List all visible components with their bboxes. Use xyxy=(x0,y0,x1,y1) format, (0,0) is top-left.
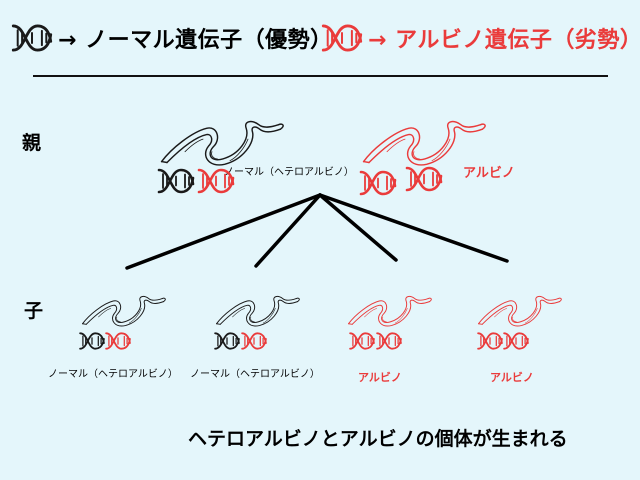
dna-icon xyxy=(78,330,106,352)
child-generation-label: 子 xyxy=(24,300,44,322)
dna-icon xyxy=(213,330,241,352)
legend-albino-text: → アルビノ遺伝子（劣勢） xyxy=(368,28,640,53)
divider xyxy=(33,75,608,77)
dna-icon xyxy=(104,330,132,352)
legend-albino-gene: → アルビノ遺伝子（劣勢） xyxy=(320,12,640,64)
child-snake-icon xyxy=(346,290,432,328)
child-caption: アルビノ xyxy=(358,371,402,384)
child-caption: ノーマル（ヘテロアルビノ） xyxy=(190,369,320,380)
dna-icon xyxy=(375,330,403,352)
normal-parent-caption: ノーマル（ヘテロアルビノ） xyxy=(224,167,354,178)
dna-icon xyxy=(476,330,504,352)
child-caption: アルビノ xyxy=(490,371,534,384)
parent-generation-label: 親 xyxy=(22,132,42,154)
dna-icon xyxy=(348,330,376,352)
legend-normal-text: → ノーマル遺伝子（優勢） xyxy=(58,28,333,53)
child-snake-icon xyxy=(476,290,562,328)
albino-parent-caption: アルビノ xyxy=(463,166,515,181)
dna-icon xyxy=(240,330,268,352)
child-snake-icon xyxy=(214,290,300,328)
child-snake-icon xyxy=(80,290,166,328)
dna-icon xyxy=(502,330,530,352)
legend-normal-gene: → ノーマル遺伝子（優勢） xyxy=(10,12,333,64)
child-caption: ノーマル（ヘテロアルビノ） xyxy=(48,369,178,380)
conclusion-text: ヘテロアルビノとアルビノの個体が生まれる xyxy=(188,428,568,450)
